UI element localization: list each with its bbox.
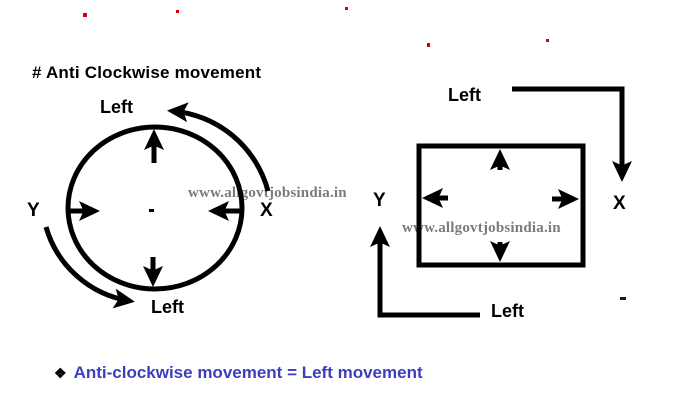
anticlockwise-arc-bottom-icon	[43, 226, 135, 309]
circle-top-left-label: Left	[100, 97, 133, 117]
left-to-y-elbow-arrow-icon	[370, 226, 480, 318]
square-x-axis-label: X	[613, 193, 626, 214]
square-outline	[416, 143, 586, 268]
red-artifact	[427, 43, 430, 47]
figure-title: # Anti Clockwise movement	[32, 63, 262, 82]
diamond-bullet-icon: ❖	[54, 365, 67, 381]
anticlockwise-arc-top-icon	[167, 102, 271, 192]
conclusion-text: Anti-clockwise movement = Left movement	[73, 363, 423, 382]
circle-x-axis-label: X	[260, 200, 273, 221]
circle-bottom-left-label: Left	[151, 297, 184, 317]
circle-outline	[65, 124, 245, 292]
red-artifact	[83, 13, 87, 17]
square-bottom-left-label: Left	[491, 301, 524, 321]
red-artifact	[345, 7, 348, 10]
small-dash-mark	[620, 297, 626, 300]
square-y-axis-label: Y	[373, 190, 386, 211]
square-top-left-label: Left	[448, 85, 481, 105]
watermark-right: www.allgovtjobsindia.in	[402, 220, 561, 236]
circle-y-axis-label: Y	[27, 200, 40, 221]
conclusion-caption: ❖ Anti-clockwise movement = Left movement	[54, 363, 423, 383]
left-to-x-elbow-arrow-icon	[512, 86, 632, 182]
watermark-left: www.allgovtjobsindia.in	[188, 185, 347, 201]
circle-center-dot	[149, 209, 154, 212]
red-artifact	[546, 39, 549, 42]
red-artifact	[176, 10, 179, 13]
